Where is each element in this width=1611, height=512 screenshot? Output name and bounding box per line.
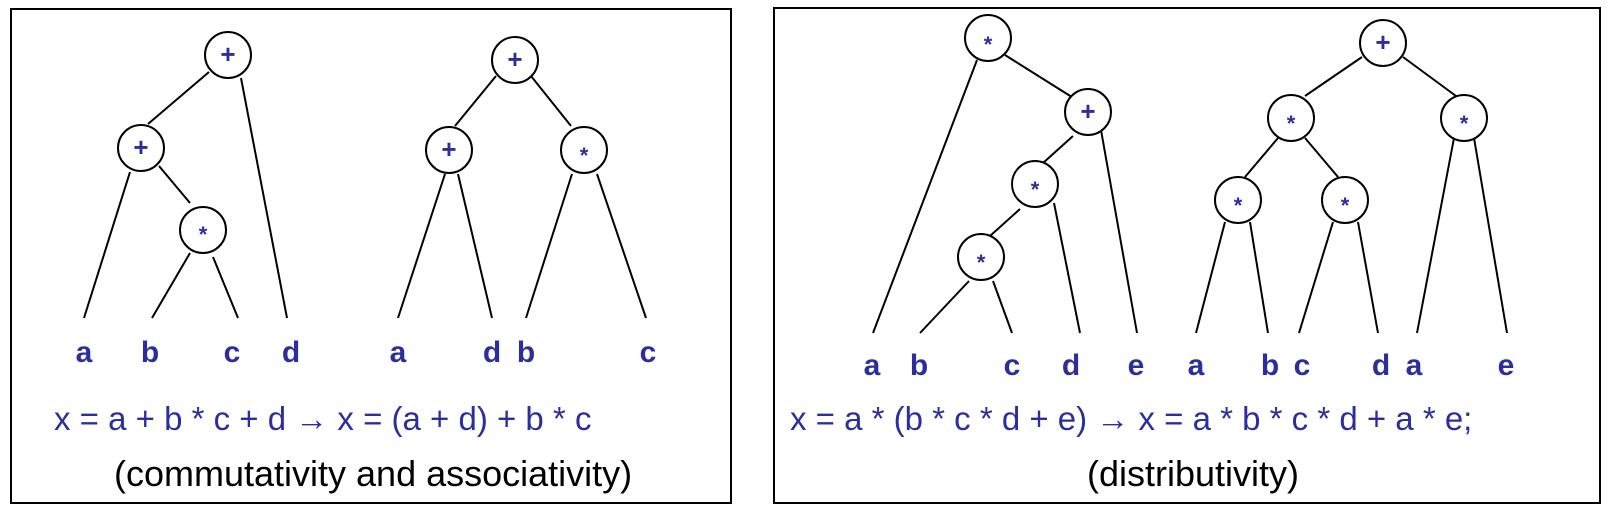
leaf-label: c [640, 336, 657, 369]
edge [1244, 137, 1279, 178]
caption-distributivity: (distributivity) [1087, 453, 1300, 494]
edge [83, 171, 131, 319]
distributivity-panel [773, 7, 1601, 504]
operator-node [560, 126, 608, 174]
tree-left-1: + + * a b c d [76, 31, 300, 369]
edge [457, 173, 493, 319]
edge [525, 173, 573, 319]
operator-label: + [133, 132, 148, 162]
leaf-label: a [1406, 349, 1423, 382]
edge [1416, 137, 1455, 334]
tree-left-2: + + * a d b c [390, 36, 657, 369]
caption-commutativity: (commutativity and associativity) [114, 453, 633, 494]
leaf-label: a [76, 336, 93, 369]
operator-node [1214, 176, 1262, 224]
operator-label: * [1287, 111, 1296, 136]
edge [1053, 202, 1081, 334]
operator-node [204, 31, 252, 79]
leaf-label: b [517, 336, 535, 369]
operator-label: * [984, 32, 993, 57]
leaf-label: b [910, 349, 928, 382]
leaf-label: e [1128, 349, 1145, 382]
edge [397, 173, 446, 319]
edge [1195, 221, 1226, 334]
leaf-label: d [1372, 349, 1390, 382]
operator-label: + [220, 39, 235, 69]
edge [1042, 135, 1074, 164]
edge [1298, 221, 1334, 334]
leaf-label: b [1261, 349, 1279, 382]
operator-node [1267, 94, 1315, 142]
leaf-label: c [1294, 349, 1311, 382]
leaf-label: d [483, 336, 501, 369]
edge [530, 75, 572, 127]
leaf-label: d [1062, 349, 1080, 382]
edge [1004, 54, 1076, 100]
operator-label: * [1031, 177, 1040, 202]
commutativity-panel [10, 8, 732, 504]
operator-node [491, 36, 539, 84]
operator-node [117, 124, 165, 172]
operator-label: * [977, 250, 986, 275]
edge [1473, 137, 1508, 334]
leaf-label: c [1004, 349, 1021, 382]
operator-label: + [1375, 27, 1390, 57]
edge [872, 59, 978, 334]
edge [1249, 221, 1269, 334]
leaf-label: b [141, 336, 159, 369]
operator-label: * [580, 143, 589, 168]
operator-node [425, 126, 473, 174]
edge [992, 280, 1013, 334]
edge [1357, 221, 1379, 334]
edge [147, 71, 210, 125]
operator-label: * [199, 222, 208, 247]
edge [1304, 137, 1339, 178]
edge [151, 252, 191, 319]
operator-label: + [1080, 96, 1095, 126]
edge [158, 165, 191, 204]
edge [1304, 56, 1363, 97]
leaf-label: a [390, 336, 407, 369]
edge [1100, 129, 1138, 334]
operator-label: * [1460, 111, 1469, 136]
operator-label: + [507, 44, 522, 74]
edge [989, 208, 1021, 237]
edge [240, 77, 288, 319]
edge [1402, 56, 1457, 97]
operator-node [1064, 88, 1112, 136]
leaf-label: d [282, 336, 300, 369]
tree-right-1: * + * * a b c d e [864, 14, 1145, 382]
leaf-label: e [1498, 349, 1515, 382]
leaf-label: c [224, 336, 241, 369]
edge [596, 173, 647, 319]
formula-distributivity: x = a * (b * c * d + e) → x = a * b * c … [790, 400, 1473, 437]
operator-label: + [441, 134, 456, 164]
operator-node [964, 14, 1012, 62]
operator-node [957, 233, 1005, 281]
operator-node [1359, 19, 1407, 67]
operator-label: * [1341, 193, 1350, 218]
edge [919, 280, 970, 334]
operator-label: * [1234, 193, 1243, 218]
formula-commutativity: x = a + b * c + d → x = (a + d) + b * c [54, 400, 592, 437]
operator-node [179, 206, 227, 254]
edge [454, 75, 497, 127]
leaf-label: a [1188, 349, 1205, 382]
tree-right-2: + * * * * a b c d a e [1188, 19, 1515, 382]
operator-node [1011, 160, 1059, 208]
operator-node [1440, 94, 1488, 142]
leaf-label: a [864, 349, 881, 382]
edge [212, 256, 239, 319]
operator-node [1321, 176, 1369, 224]
